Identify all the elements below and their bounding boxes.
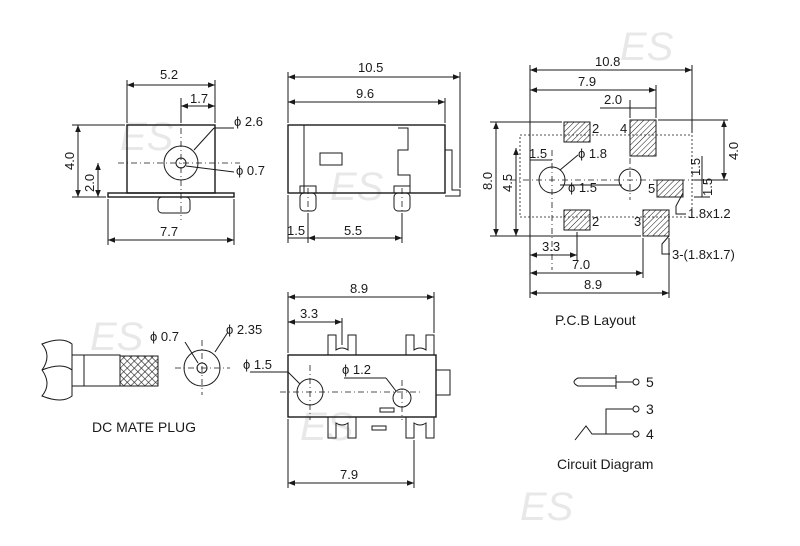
front-base — [107, 192, 235, 198]
circuit-pin5-label: 5 — [646, 374, 654, 390]
dim-bottom-total: 8.9 — [350, 281, 368, 296]
dim-pcb-center: 4.5 — [500, 174, 515, 192]
dim-front-width: 5.2 — [160, 67, 178, 82]
pcb-pad-5 — [656, 179, 684, 198]
dim-pcb-3-3: 3.3 — [542, 239, 560, 254]
dim-pcb-height: 8.0 — [480, 172, 495, 190]
plug-dim-outer: ϕ 2.35 — [226, 322, 262, 337]
dim-side-body-length: 9.6 — [356, 86, 374, 101]
dim-side-total-length: 10.5 — [358, 60, 383, 75]
dim-front-base-width: 7.7 — [160, 224, 178, 239]
dim-bottom-hole1: ϕ 1.5 — [243, 357, 272, 372]
pcb-pad-3 — [642, 209, 670, 237]
watermark-text: ES — [120, 115, 174, 159]
dim-pcb-right-b: 1.5 — [700, 178, 715, 196]
watermark-text: ES — [300, 405, 354, 449]
side-body — [287, 124, 446, 194]
pcb-pin-label: 3 — [634, 214, 641, 229]
plug-cap — [41, 339, 73, 401]
circuit-pin3-label: 3 — [646, 401, 654, 417]
dim-pcb-hole2: ϕ 1.5 — [568, 180, 597, 195]
dim-bottom-bottom: 7.9 — [340, 467, 358, 482]
dim-pcb-hole-dia: ϕ 1.8 — [578, 146, 607, 161]
front-pin — [157, 196, 191, 214]
plug-shaft — [71, 354, 121, 387]
bottom-view: 8.9 3.3 ϕ 1.5 ϕ 1.2 7.9 — [243, 281, 451, 488]
watermark-text: ES — [620, 25, 674, 69]
pcb-title: P.C.B Layout — [555, 312, 636, 328]
dim-front-height: 4.0 — [62, 152, 77, 170]
circuit-diagram: 5 3 4 Circuit Diagram — [557, 374, 654, 472]
pcb-pin-label: 5 — [648, 181, 655, 196]
watermark-text: ES — [90, 315, 144, 359]
watermark-text: ES — [330, 165, 384, 209]
bottom-body — [287, 354, 437, 418]
dim-side-pin-spacing: 5.5 — [344, 223, 362, 238]
dim-front-outer-dia: ϕ 2.6 — [234, 114, 263, 129]
pcb-pad-label-1x2: 1.8x1.2 — [688, 206, 731, 221]
circuit-pin-5 — [573, 377, 617, 387]
dim-pcb-7-0: 7.0 — [572, 257, 590, 272]
dim-pcb-pad-w: 2.0 — [604, 92, 622, 107]
dc-mate-plug: ϕ 0.7 ϕ 2.35 DC MATE PLUG — [41, 322, 262, 435]
pcb-pad-label-3: 3-(1.8x1.7) — [672, 247, 735, 262]
dim-side-pin-offset: 1.5 — [287, 223, 305, 238]
circuit-title: Circuit Diagram — [557, 456, 653, 472]
front-view: 5.2 1.7 ϕ 2.6 ϕ 0.7 4.0 2.0 7.7 — [62, 67, 265, 245]
circuit-pin4-label: 4 — [646, 426, 654, 442]
dim-pcb-total-width: 10.8 — [595, 54, 620, 69]
dim-front-offset: 1.7 — [190, 91, 208, 106]
dim-front-center-height: 2.0 — [82, 174, 97, 192]
watermark-text: ES — [520, 485, 574, 529]
pcb-pad-2-top — [563, 121, 591, 143]
side-view: 10.5 9.6 1.5 5.5 — [287, 60, 461, 243]
plug-knurl — [119, 355, 159, 387]
dim-pcb-hole1: 1.5 — [529, 146, 547, 161]
pcb-pin-label: 2 — [592, 121, 599, 136]
dim-bottom-hole2: ϕ 1.2 — [342, 362, 371, 377]
dim-pcb-right-a: 1.5 — [688, 158, 703, 176]
plug-dim-inner: ϕ 0.7 — [150, 329, 179, 344]
plug-title: DC MATE PLUG — [92, 419, 196, 435]
dim-front-pin-dia: ϕ 0.7 — [236, 163, 265, 178]
dim-pcb-right-h: 4.0 — [726, 142, 741, 160]
dim-pcb-pad-x: 7.9 — [578, 74, 596, 89]
watermark-group: ES ES ES ES ES ES — [90, 25, 674, 529]
pcb-layout: 2 4 5 2 3 10.8 7.9 2.0 8.0 4.5 1.5 ϕ 1.8 — [480, 54, 741, 328]
pcb-pad-2-bottom — [563, 209, 591, 231]
pcb-pin-label: 2 — [592, 214, 599, 229]
dim-pcb-8-9: 8.9 — [584, 277, 602, 292]
dim-bottom-offset: 3.3 — [300, 306, 318, 321]
side-window — [319, 152, 343, 166]
pcb-pin-label: 4 — [620, 121, 627, 136]
pcb-pad-4 — [629, 119, 657, 157]
